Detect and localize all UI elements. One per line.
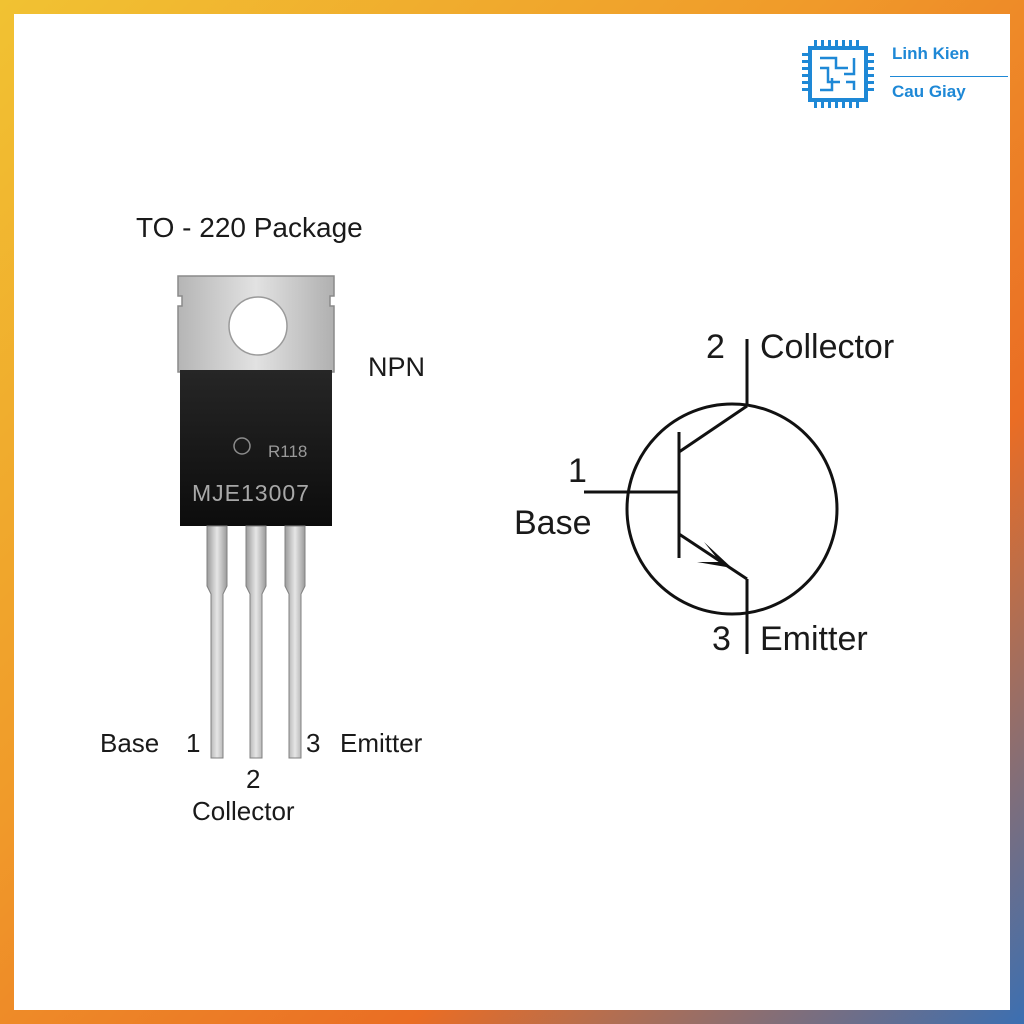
to220-body [180,370,332,526]
brand-line-2: Cau Giay [892,82,966,101]
manufacturer-logo-icon [233,437,251,455]
pin1-number: 1 [186,728,201,758]
npn-symbol [584,339,839,654]
brand-logo: Linh Kien Cau Giay [796,38,1008,108]
part-number: MJE13007 [192,480,310,506]
to220-legs [206,525,306,759]
pin1-label: Base [100,728,160,758]
pin2-label: Collector [192,796,295,826]
symbol-base-number: 1 [568,452,587,490]
body-marking-small: R118 [268,442,308,461]
symbol-collector-number: 2 [706,328,725,366]
symbol-emitter-label: Emitter [760,620,868,658]
symbol-emitter-number: 3 [712,620,731,658]
symbol-base-label: Base [514,504,592,542]
chip-icon [802,40,874,108]
diagram-canvas: Linh Kien Cau Giay [14,14,1010,1010]
brand-line-1: Linh Kien [892,44,970,63]
pin2-number: 2 [246,764,261,794]
package-title: TO - 220 Package [136,212,363,243]
brand-divider [890,76,1008,77]
transistor-drawings [177,275,839,759]
to220-metal-tab [177,275,335,373]
mounting-hole [228,296,288,356]
pin3-number: 3 [306,728,321,758]
emitter-arrow-icon [697,542,732,568]
transistor-type: NPN [368,352,426,382]
pin3-label: Emitter [340,728,423,758]
symbol-collector-label: Collector [760,328,895,366]
